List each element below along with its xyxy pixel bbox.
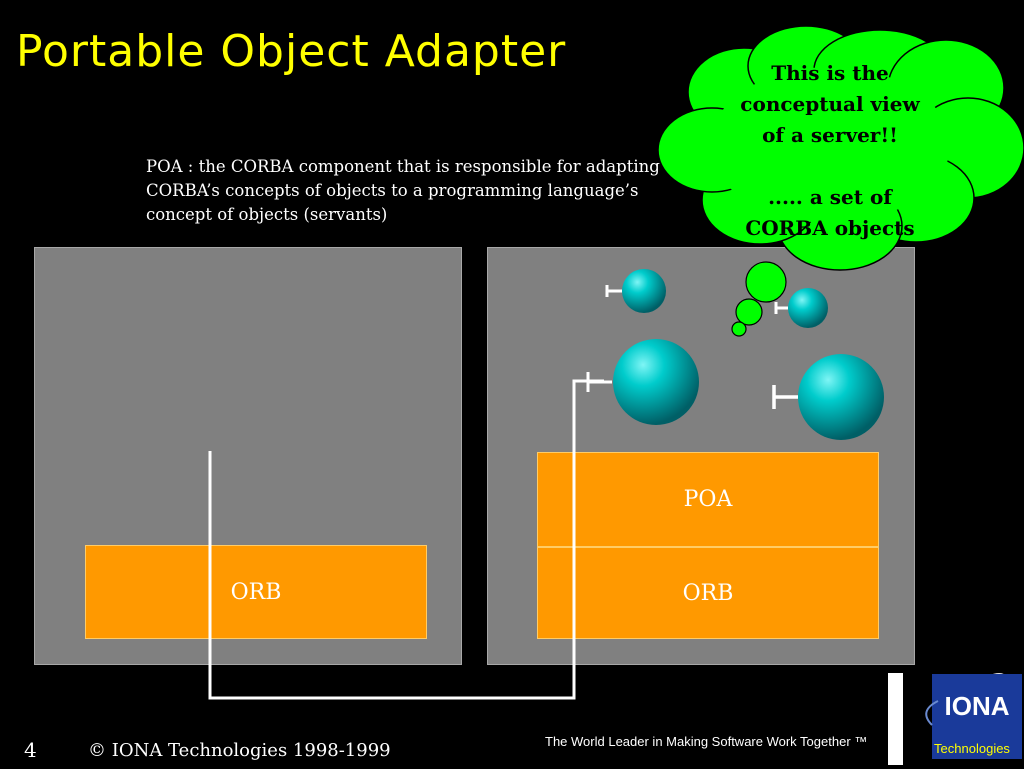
- client-orb-block: ORB: [85, 545, 427, 639]
- callout-line-5: CORBA objects: [745, 216, 915, 240]
- thought-bubbles: [731, 261, 787, 337]
- server-poa-label: POA: [683, 487, 733, 512]
- cloud-callout-text: This is the conceptual view of a server!…: [720, 58, 940, 244]
- corba-object-large-2: [772, 354, 884, 440]
- slide-title: Portable Object Adapter: [16, 26, 567, 77]
- callout-line-4: ..... a set of: [768, 185, 892, 209]
- company-tagline: The World Leader in Making Software Work…: [545, 734, 868, 749]
- server-poa-block: POA: [537, 452, 879, 547]
- page-number: 4: [24, 738, 37, 762]
- poa-description: POA : the CORBA component that is respon…: [146, 157, 660, 224]
- client-orb-label: ORB: [230, 579, 282, 605]
- logo-name: IONA: [945, 691, 1010, 721]
- callout-line-2: conceptual view: [740, 92, 920, 116]
- callout-line-1: This is the: [771, 61, 889, 85]
- iona-logo: IONA Technologies: [888, 673, 1022, 765]
- corba-object-large-1: [586, 339, 699, 425]
- iona-logo-graphic: IONA Technologies: [888, 673, 1022, 765]
- server-orb-label: ORB: [682, 580, 734, 606]
- logo-subtitle: Technologies: [934, 741, 1010, 756]
- corba-object-small-2: [774, 288, 828, 328]
- server-orb-block: ORB: [537, 547, 879, 639]
- copyright-text: © IONA Technologies 1998-1999: [88, 740, 391, 761]
- corba-object-small-1: [605, 269, 666, 313]
- thought-cloud: [657, 25, 1024, 271]
- request-path-line: [208, 379, 604, 700]
- callout-line-3: of a server!!: [762, 123, 898, 147]
